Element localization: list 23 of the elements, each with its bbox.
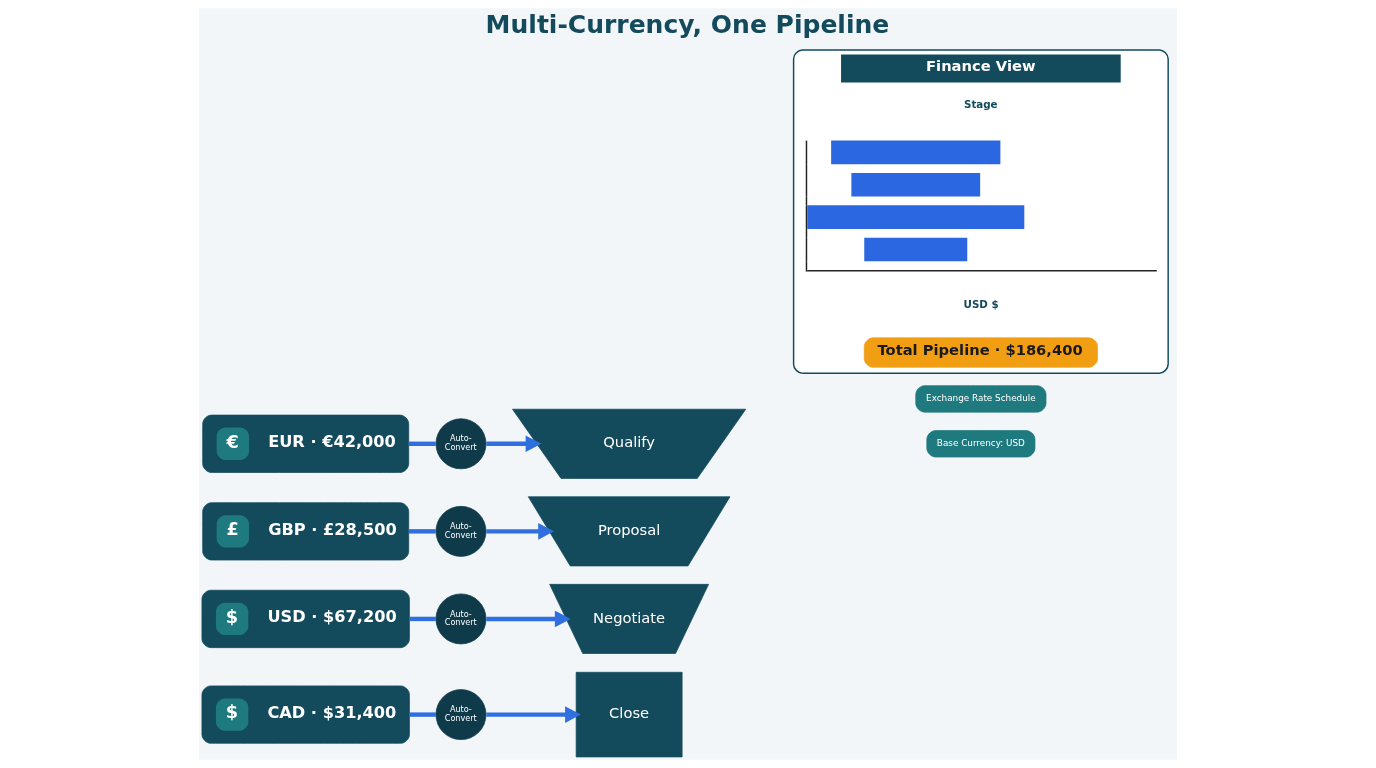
connector <box>409 712 436 717</box>
node-box: Total Pipeline · $186,400 <box>863 337 1098 368</box>
node-circle: Auto-Convert <box>435 505 487 557</box>
node-box: Exchange Rate Schedule <box>915 385 1047 413</box>
node-box: € EUR · €42,000 <box>202 414 410 473</box>
arrow <box>486 523 554 540</box>
node-circle: Auto-Convert <box>435 418 487 470</box>
connector <box>408 529 436 534</box>
diagram-title: Multi-Currency, One Pipeline <box>485 10 890 40</box>
arrow <box>486 435 542 453</box>
label: Stage <box>963 98 998 110</box>
node-box: Base Currency: USD <box>926 430 1036 458</box>
connector <box>408 441 436 446</box>
label: USD $ <box>963 298 999 311</box>
connector <box>409 616 436 622</box>
node-circle: Auto-Convert <box>435 689 487 740</box>
arrow <box>486 706 581 723</box>
arrow <box>486 610 571 628</box>
node-box: £ GBP · £28,500 <box>202 502 410 561</box>
node-box: $ CAD · $31,400 <box>201 685 410 744</box>
node-box: Close <box>575 671 683 758</box>
node-box: $ USD · $67,200 <box>201 589 410 648</box>
node-circle: Auto-Convert <box>435 593 487 645</box>
